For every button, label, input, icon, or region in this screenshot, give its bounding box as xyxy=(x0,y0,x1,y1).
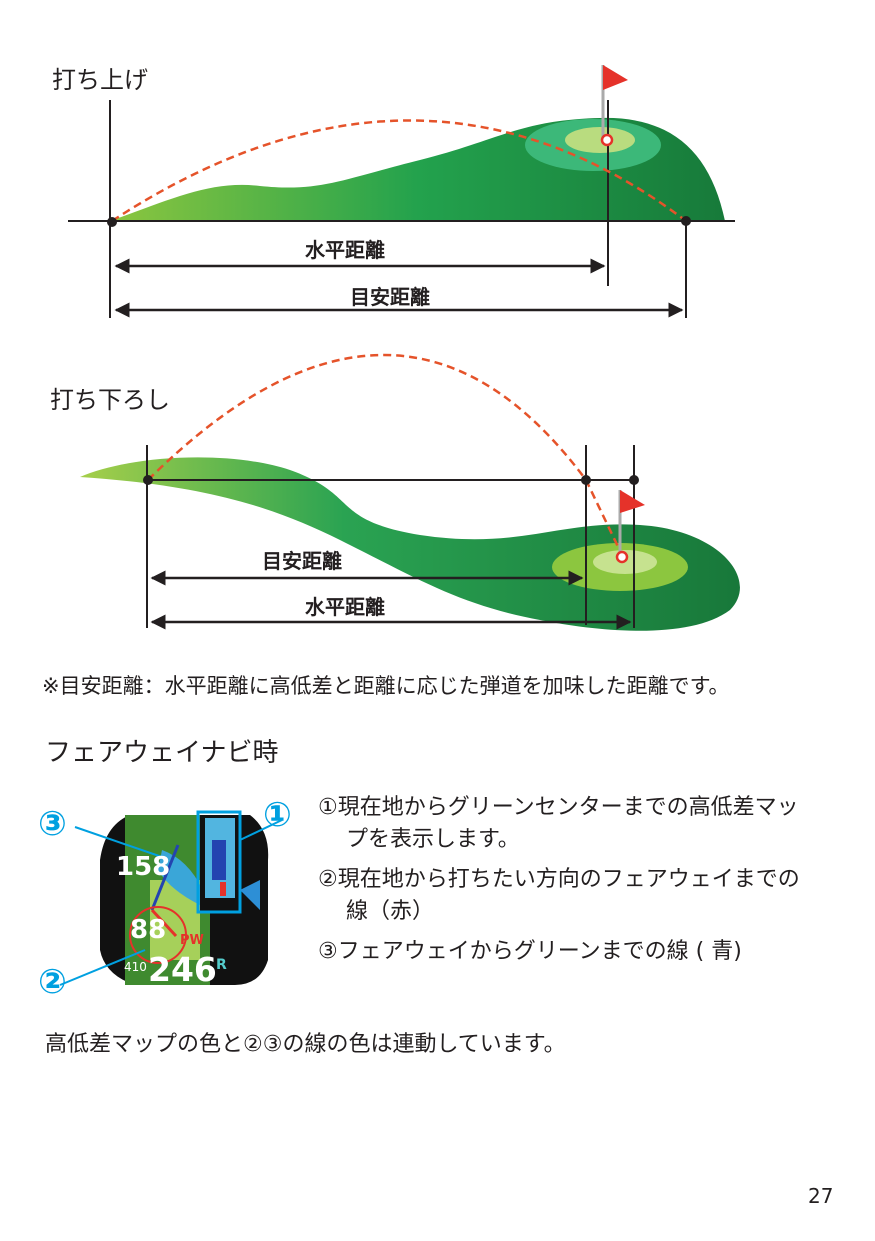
page-number: 27 xyxy=(808,1184,834,1208)
marker-label: R xyxy=(216,957,227,973)
device-screen xyxy=(59,810,283,986)
flag-icon xyxy=(603,65,628,90)
uphill-diagram xyxy=(68,65,735,318)
horizontal-distance-label: 水平距離 xyxy=(305,238,385,262)
uphill-title: 打ち上げ xyxy=(52,66,148,94)
total-distance: 246 xyxy=(148,950,217,989)
callout-3: ③ xyxy=(38,804,67,844)
list-item: ②現在地から打ちたい方向のフェアウェイまでの線（赤） xyxy=(318,867,800,924)
callout-2: ② xyxy=(38,962,67,1002)
green-center xyxy=(565,127,635,153)
note: ※目安距離：水平距離に高低差と距離に応じた弾道を加味した距離です。 xyxy=(42,674,730,698)
downhill-terrain xyxy=(80,457,740,631)
trajectory xyxy=(111,119,687,223)
section-heading: フェアウェイナビ時 xyxy=(45,738,279,768)
callout-1: ① xyxy=(263,795,292,835)
downhill-title: 打ち下ろし xyxy=(50,386,170,414)
club-label: PW xyxy=(180,933,204,948)
flag-icon xyxy=(620,490,645,513)
guide-distance-label: 目安距離 xyxy=(262,549,342,573)
distance-to-green: 158 xyxy=(116,852,171,882)
list-item: ①現在地からグリーンセンターまでの高低差マップを表示します。 xyxy=(318,795,799,852)
downhill-diagram xyxy=(80,353,740,631)
guide-distance-label: 目安距離 xyxy=(350,285,430,309)
horizontal-distance-label: 水平距離 xyxy=(305,595,385,619)
feature-list: ①現在地からグリーンセンターまでの高低差マップを表示します。 ②現在地から打ちた… xyxy=(318,792,818,976)
small-distance: 410 xyxy=(124,960,147,974)
distance-to-fairway: 88 xyxy=(130,915,167,945)
trajectory xyxy=(147,353,624,556)
footer-note: 高低差マップの色と②③の線の色は連動しています。 xyxy=(45,1032,566,1057)
list-item: ③フェアウェイからグリーンまでの線 ( 青) xyxy=(318,939,742,964)
